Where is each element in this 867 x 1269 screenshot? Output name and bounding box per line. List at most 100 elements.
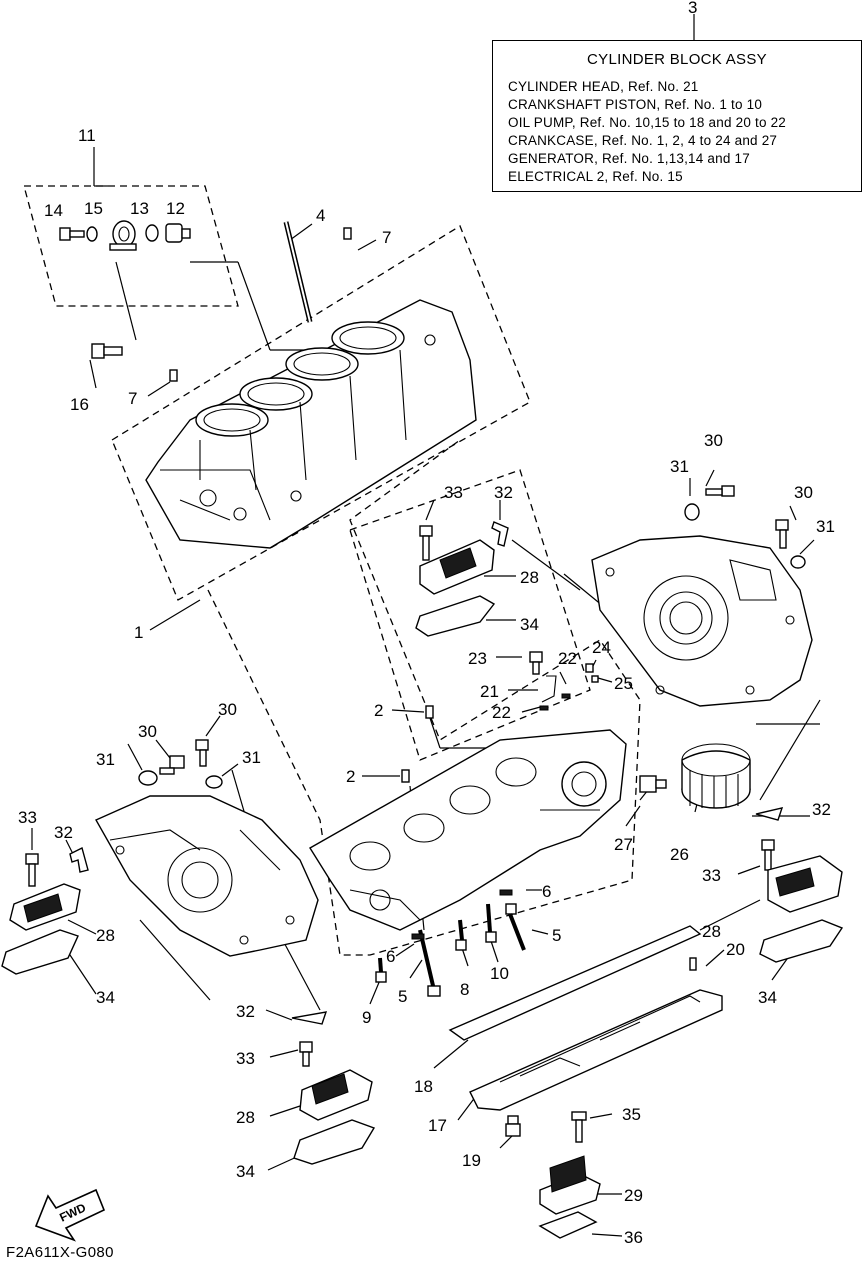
bolt-5-right (505, 903, 526, 951)
callout-31-left-2: 31 (242, 748, 261, 767)
callout-12: 12 (166, 199, 185, 218)
bracket-piece (109, 220, 137, 251)
callout-28-left: 28 (96, 926, 115, 945)
cover-28-left (9, 883, 81, 931)
gasket-34-lower-right (759, 919, 844, 963)
callout-numbers: 3 11 14 15 13 12 4 7 16 7 1 30 31 33 32 … (18, 0, 835, 1247)
info-line-generator: GENERATOR, Ref. No. 1,13,14 and 17 (508, 151, 750, 166)
callout-7-lower: 7 (128, 389, 137, 408)
gasket-34-bottom (293, 1119, 376, 1165)
bolt-5-left (418, 929, 441, 997)
bolt-33-lower-right (761, 839, 775, 871)
gasket-34-upper-mid (415, 595, 496, 637)
cover-28-upper-mid (419, 539, 495, 595)
callout-30-right: 30 (794, 483, 813, 502)
callout-13: 13 (130, 199, 149, 218)
callout-34-upper-mid: 34 (520, 615, 539, 634)
cylinder-block-assy-info-box: CYLINDER BLOCK ASSY CYLINDER HEAD, Ref. … (492, 40, 862, 192)
stud-bolt-4 (283, 221, 313, 323)
callout-26: 26 (670, 845, 689, 864)
callout-16: 16 (70, 395, 89, 414)
callout-20: 20 (726, 940, 745, 959)
info-box-lines: CYLINDER HEAD, Ref. No. 21 CRANKSHAFT PI… (508, 78, 786, 186)
callout-21: 21 (480, 682, 499, 701)
callout-30-left: 30 (218, 700, 237, 719)
callout-25: 25 (614, 674, 633, 693)
callout-34-right: 34 (758, 988, 777, 1007)
callout-34-bottom: 34 (236, 1162, 255, 1181)
generator-cover-left (95, 795, 319, 957)
generator-cover-right (591, 535, 813, 707)
callout-27: 27 (614, 835, 633, 854)
dowel-7-upper (343, 227, 352, 240)
callout-8: 8 (460, 980, 469, 999)
bolt-30-right-top (705, 485, 735, 497)
callout-10: 10 (490, 964, 509, 983)
washer-31-left (138, 770, 158, 786)
o-ring-22-upper (561, 693, 571, 699)
callout-1: 1 (134, 623, 143, 642)
gasket-18 (448, 925, 702, 1041)
bolt-33-upper-mid (419, 525, 433, 561)
dowel-2-lower (401, 769, 410, 783)
callout-31-right-top: 31 (670, 457, 689, 476)
fwd-arrow-icon: FWD (34, 1188, 106, 1242)
bolt-19 (505, 1115, 521, 1137)
cover-28-lower-right (767, 855, 843, 913)
callout-28-bottom: 28 (236, 1108, 255, 1127)
diagram-code: F2A611X-G080 (6, 1244, 114, 1261)
callout-29: 29 (624, 1186, 643, 1205)
bolt-35 (571, 1111, 587, 1143)
callout-32-bottom: 32 (236, 1002, 255, 1021)
dowel-2-upper (425, 705, 434, 719)
callout-9: 9 (362, 1008, 371, 1027)
cylinder-block-group-outline (111, 225, 531, 601)
oil-pan-17 (469, 989, 723, 1111)
callout-24: 24 (592, 638, 611, 657)
bracket-32-left (69, 846, 89, 873)
plug-24 (585, 663, 594, 673)
callout-23: 23 (468, 649, 487, 668)
bolt-8 (455, 919, 467, 951)
gasket-34-left (1, 929, 79, 975)
callout-2-upper: 2 (374, 701, 383, 720)
callout-18: 18 (414, 1077, 433, 1096)
callout-33-left: 33 (18, 808, 37, 827)
dowel-25 (591, 675, 599, 683)
callout-33-upper-mid: 33 (444, 483, 463, 502)
oil-pan-17-detail (499, 995, 701, 1083)
callout-34-left: 34 (96, 988, 115, 1007)
callout-4: 4 (316, 206, 325, 225)
callout-6-right: 6 (542, 882, 551, 901)
callout-11: 11 (78, 126, 96, 145)
bracket-32-upper-mid (491, 521, 509, 547)
callout-28-upper-mid: 28 (520, 568, 539, 587)
info-line-crankshaft-piston: CRANKSHAFT PISTON, Ref. No. 1 to 10 (508, 97, 763, 112)
callout-15: 15 (84, 199, 103, 218)
cylinder-block (145, 299, 477, 549)
washer-15 (86, 226, 98, 242)
union-bolt-27 (639, 775, 667, 793)
callout-36: 36 (624, 1228, 643, 1247)
callout-30-right-top: 30 (704, 431, 723, 450)
plate-36 (538, 1211, 598, 1239)
callout-30-left-2: 30 (138, 722, 157, 741)
washer-6-left (411, 933, 425, 940)
bolt-10 (485, 903, 497, 943)
o-ring-13 (145, 224, 159, 242)
callout-14: 14 (44, 201, 63, 220)
bolt-33-bottom (299, 1041, 313, 1067)
bolt-30-left (159, 755, 185, 775)
sensor-subassembly (59, 220, 191, 251)
bolt-33-left (25, 853, 39, 887)
rubber-mount-29 (539, 1155, 601, 1215)
callout-5-right: 5 (552, 926, 561, 945)
bolt-30-right (775, 519, 789, 549)
callout-32-left: 32 (54, 823, 73, 842)
washer-31-right (790, 555, 806, 569)
callout-32-upper-mid: 32 (494, 483, 513, 502)
group-11-outline (23, 185, 239, 307)
crankcase-group-outline (207, 439, 641, 956)
